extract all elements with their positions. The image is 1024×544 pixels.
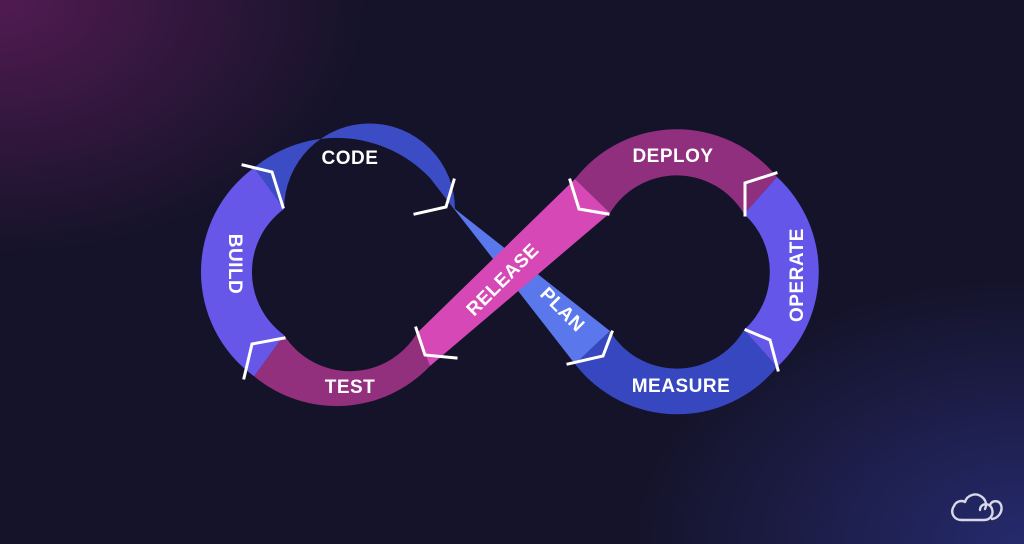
separator-measure-plan (566, 330, 614, 366)
separator-build-test (242, 336, 286, 380)
code-segment (254, 123, 455, 209)
separator-test-release (414, 326, 458, 360)
deploy-label: DEPLOY (632, 146, 713, 167)
operate-label: OPERATE (787, 228, 808, 322)
separator-operate-measure (744, 328, 780, 372)
test-segment (254, 333, 430, 407)
code-label: CODE (322, 148, 379, 169)
measure-segment (575, 330, 777, 415)
separator-code-plan (413, 178, 456, 216)
cloud-logo-icon (951, 493, 1003, 522)
build-segment (200, 167, 285, 377)
deploy-segment (575, 129, 777, 214)
test-label: TEST (325, 377, 376, 398)
build-label: BUILD (224, 234, 245, 295)
separator-deploy-operate (743, 171, 778, 217)
measure-label: MEASURE (632, 376, 731, 397)
separator-release-deploy (568, 178, 610, 216)
separator-build-code (241, 163, 285, 209)
operate-segment (744, 177, 819, 367)
release-segment (417, 179, 610, 366)
